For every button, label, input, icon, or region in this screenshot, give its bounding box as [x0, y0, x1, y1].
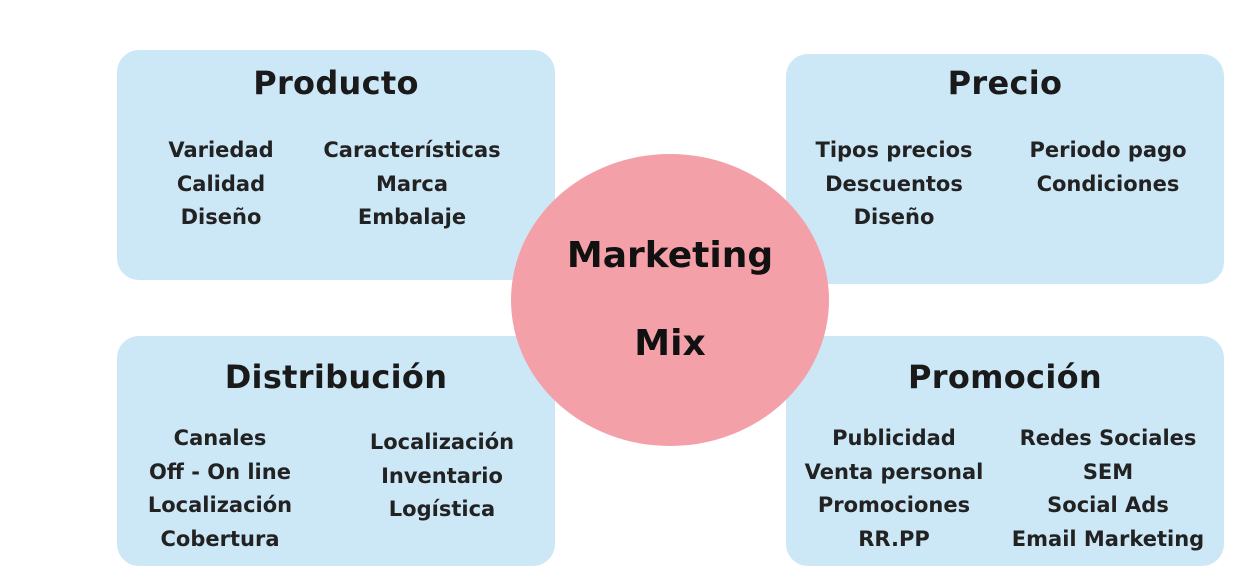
list-item: SEM: [1082, 459, 1134, 484]
card-precio: Precio Tipos precios Descuentos Diseño P…: [786, 54, 1224, 284]
list-item: Logística: [388, 497, 496, 521]
list-item: Localización: [369, 430, 515, 454]
list-item: Social Ads: [1047, 493, 1169, 517]
list-item: Localización: [147, 493, 293, 517]
promocion-column-1: Publicidad Venta personal Promociones RR…: [805, 422, 984, 556]
card-producto: Producto Variedad Calidad Diseño Caracte…: [117, 50, 555, 280]
center-label-line-2: Mix: [634, 323, 706, 364]
list-item: Embalaje: [357, 205, 467, 229]
card-title-precio: Precio: [947, 64, 1063, 102]
precio-column-2: Periodo pago Condiciones: [1029, 134, 1186, 201]
promocion-column-2: Redes Sociales SEM Social Ads Email Mark…: [1012, 422, 1204, 556]
producto-column-2: Características Marca Embalaje: [323, 134, 500, 235]
distribucion-column-2: Localización Inventario Logística: [370, 426, 514, 527]
producto-column-1: Variedad Calidad Diseño: [168, 134, 273, 235]
list-item: Calidad: [176, 171, 266, 196]
distribucion-column-1: Canales Off - On line Localización Cober…: [148, 422, 292, 556]
card-title-distribucion: Distribución: [224, 358, 448, 396]
list-item: Publicidad: [832, 426, 956, 450]
list-item: Marca: [375, 171, 449, 196]
list-item: Diseño: [853, 205, 935, 229]
list-item: Cobertura: [160, 526, 280, 551]
list-item: Diseño: [180, 205, 262, 229]
list-item: Off - On line: [149, 459, 291, 484]
list-item: Características: [323, 138, 501, 162]
list-item: Email Marketing: [1011, 526, 1205, 551]
list-item: Promociones: [817, 493, 971, 517]
center-label-line-1: Marketing: [566, 235, 774, 276]
list-item: Periodo pago: [1029, 138, 1187, 162]
card-promocion: Promoción Publicidad Venta personal Prom…: [786, 336, 1224, 566]
list-item: Venta personal: [804, 459, 984, 484]
card-title-promocion: Promoción: [908, 358, 1102, 396]
list-item: Canales: [173, 426, 267, 450]
precio-column-1: Tipos precios Descuentos Diseño: [816, 134, 973, 235]
list-item: Variedad: [168, 138, 274, 162]
list-item: Descuentos: [825, 171, 963, 196]
list-item: Tipos precios: [815, 138, 973, 162]
center-label: Marketing Mix: [567, 190, 773, 410]
card-distribucion: Distribución Canales Off - On line Local…: [117, 336, 555, 566]
card-title-producto: Producto: [253, 64, 419, 102]
list-item: Inventario: [381, 463, 503, 488]
list-item: Redes Sociales: [1019, 426, 1197, 450]
list-item: RR.PP: [858, 526, 930, 551]
marketing-mix-circle: Marketing Mix: [511, 154, 829, 446]
list-item: Condiciones: [1036, 171, 1180, 196]
